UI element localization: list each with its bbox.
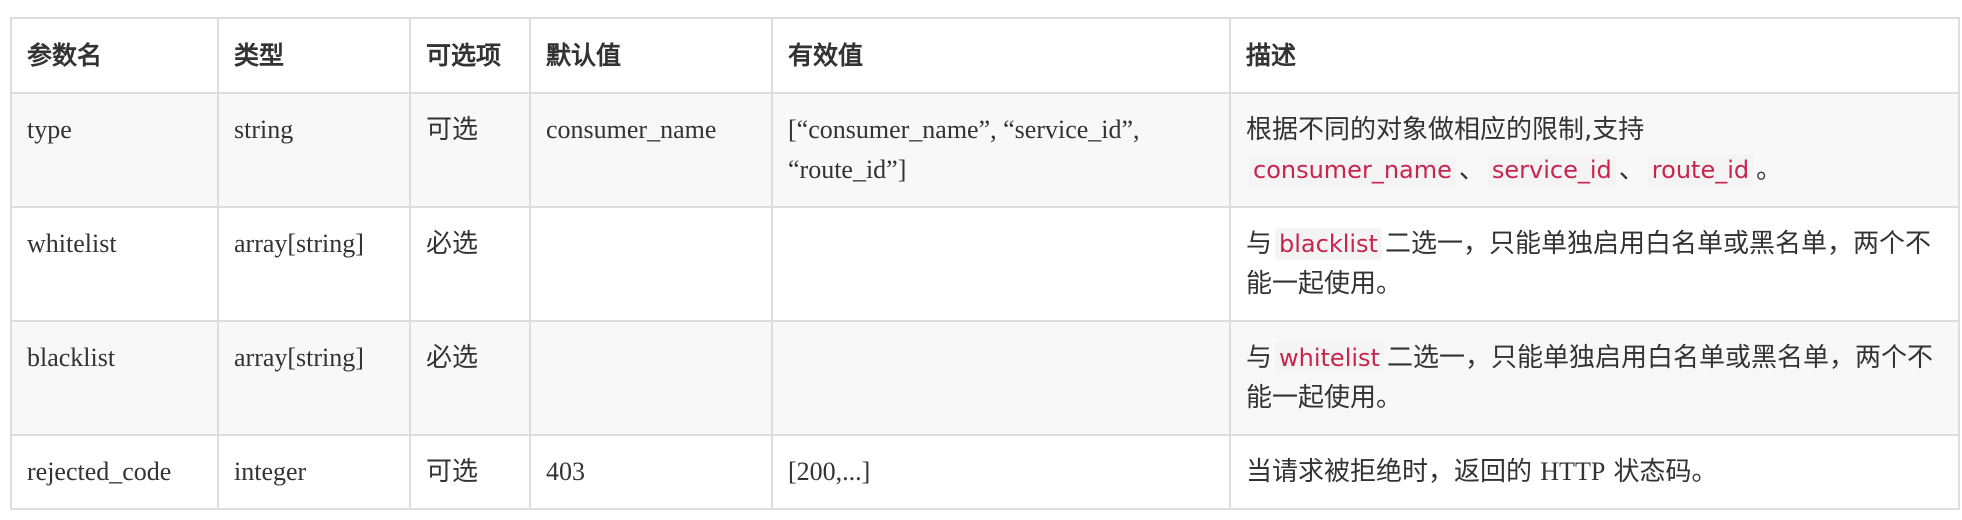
desc-separator: 、	[1618, 155, 1645, 185]
cell-valid-values	[771, 320, 1231, 436]
desc-text: 。	[1756, 155, 1783, 185]
cell-optional: 可选	[409, 92, 531, 208]
inline-code: service_id	[1487, 154, 1616, 186]
desc-text: 与	[1246, 343, 1273, 373]
desc-text: 当请求被拒绝时，返回的	[1246, 457, 1533, 487]
cell-param-name: type	[10, 92, 219, 208]
inline-code: blacklist	[1275, 228, 1382, 260]
desc-separator: 、	[1458, 155, 1485, 185]
desc-text: 状态码。	[1613, 457, 1718, 487]
cell-type: integer	[217, 434, 411, 510]
cell-optional: 必选	[409, 206, 531, 322]
inline-code: whitelist	[1275, 342, 1384, 374]
params-table-wrapper: 参数名 类型 可选项 默认值 有效值 描述 type string 可选 con…	[10, 17, 1960, 510]
cell-param-name: blacklist	[10, 320, 219, 436]
cell-param-name: whitelist	[10, 206, 219, 322]
table-row: type string 可选 consumer_name [“consumer_…	[10, 92, 1960, 208]
desc-http: HTTP	[1540, 457, 1606, 486]
header-optional: 可选项	[409, 17, 531, 94]
header-param-name: 参数名	[10, 17, 219, 94]
cell-optional: 可选	[409, 434, 531, 510]
table-row: rejected_code integer 可选 403 [200,...] 当…	[10, 434, 1960, 510]
inline-code: route_id	[1647, 154, 1754, 186]
header-default: 默认值	[529, 17, 773, 94]
header-description: 描述	[1229, 17, 1960, 94]
cell-type: string	[217, 92, 411, 208]
cell-type: array[string]	[217, 320, 411, 436]
header-type: 类型	[217, 17, 411, 94]
cell-default: 403	[529, 434, 773, 510]
desc-text: 二选一，只能单独启用白名单或黑名单，两个不能一起使用。	[1246, 343, 1933, 413]
cell-default	[529, 206, 773, 322]
inline-code: consumer_name	[1249, 154, 1456, 186]
cell-valid-values	[771, 206, 1231, 322]
desc-text: 二选一，只能单独启用白名单或黑名单，两个不能一起使用。	[1246, 229, 1931, 299]
cell-valid-values: [“consumer_name”, “service_id”, “route_i…	[771, 92, 1231, 208]
cell-param-name: rejected_code	[10, 434, 219, 510]
cell-default: consumer_name	[529, 92, 773, 208]
cell-description: 当请求被拒绝时，返回的 HTTP 状态码。	[1229, 434, 1960, 510]
cell-valid-values: [200,...]	[771, 434, 1231, 510]
table-header-row: 参数名 类型 可选项 默认值 有效值 描述	[10, 17, 1960, 94]
desc-text: 根据不同的对象做相应的限制,支持	[1246, 115, 1645, 145]
desc-text: 与	[1246, 229, 1273, 259]
cell-default	[529, 320, 773, 436]
cell-optional: 必选	[409, 320, 531, 436]
params-table: 参数名 类型 可选项 默认值 有效值 描述 type string 可选 con…	[10, 17, 1960, 510]
cell-type: array[string]	[217, 206, 411, 322]
header-valid-values: 有效值	[771, 17, 1231, 94]
